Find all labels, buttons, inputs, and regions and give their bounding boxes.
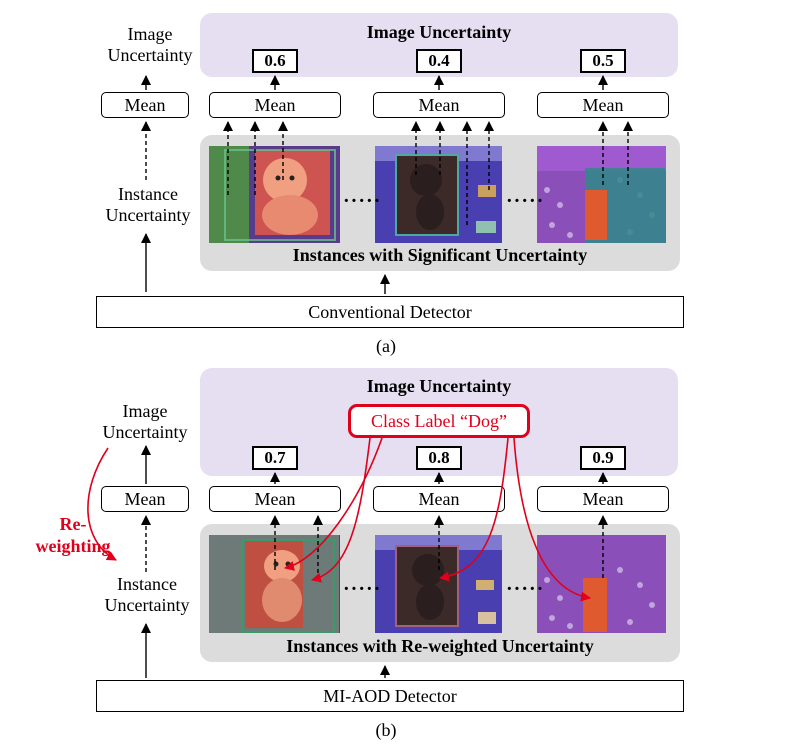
value: 0.4 [428,51,450,70]
mean-label: Mean [418,488,460,509]
instances-title-a: Instances with Significant Uncertainty [292,245,588,265]
mean-label: Mean [124,94,166,115]
mean-box-b3: Mean [537,486,669,512]
value-box-a3: 0.5 [580,49,626,73]
mean-label: Mean [254,488,296,509]
mean-label: Mean [582,94,624,115]
mean-label: Mean [582,488,624,509]
ellipsis-b1: ····· [343,578,382,600]
detector-label: Conventional Detector [308,301,472,322]
mean-label: Mean [254,94,296,115]
ellipsis-a1: ····· [343,190,382,212]
left-image-uncertainty-label-b: Image Uncertainty [102,401,188,442]
value-box-b3: 0.9 [580,446,626,470]
value: 0.6 [264,51,286,70]
caption-a: (a) [376,336,396,356]
mean-box-b2: Mean [373,486,505,512]
ellipsis-b2: ····· [506,578,545,600]
mean-box-a1: Mean [209,92,341,118]
mean-label: Mean [418,94,460,115]
mean-box-b1: Mean [209,486,341,512]
left-instance-uncertainty-label-b: Instance Uncertainty [104,574,190,615]
mean-box-a2: Mean [373,92,505,118]
detector-box-a: Conventional Detector [96,296,684,328]
caption-b: (b) [375,720,397,740]
left-image-uncertainty-label-a: Image Uncertainty [107,24,193,65]
value: 0.7 [264,448,286,467]
value-box-a1: 0.6 [252,49,298,73]
detector-label: MI-AOD Detector [323,685,457,706]
class-label: Class Label “Dog” [371,410,507,431]
image-uncertainty-title-a: Image Uncertainty [366,22,512,42]
image-uncertainty-title-b: Image Uncertainty [366,376,512,396]
value: 0.5 [592,51,614,70]
value-box-a2: 0.4 [416,49,462,73]
class-label-box: Class Label “Dog” [348,404,530,438]
reweighting-label: Re- weighting [35,514,111,556]
left-instance-uncertainty-label-a: Instance Uncertainty [105,184,191,225]
value-box-b1: 0.7 [252,446,298,470]
left-mean-box-b: Mean [101,486,189,512]
left-mean-box-a: Mean [101,92,189,118]
mean-box-a3: Mean [537,92,669,118]
instances-title-b: Instances with Re-weighted Uncertainty [286,636,594,656]
value: 0.9 [592,448,614,467]
value-box-b2: 0.8 [416,446,462,470]
mean-label: Mean [124,488,166,509]
ellipsis-a2: ····· [506,190,545,212]
value: 0.8 [428,448,450,467]
detector-box-b: MI-AOD Detector [96,680,684,712]
